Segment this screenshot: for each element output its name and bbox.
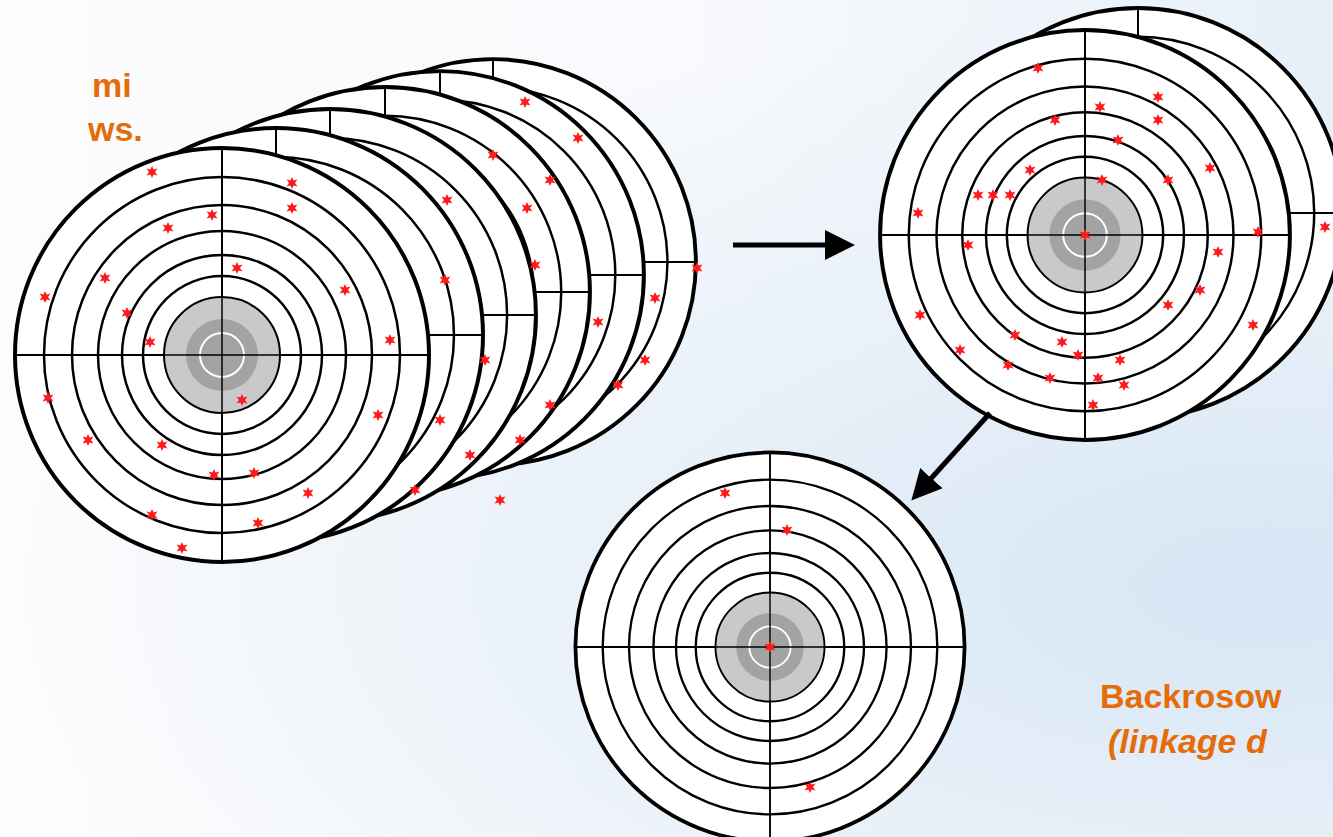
hit-marks (720, 487, 816, 793)
label-text: Backrosow (1100, 677, 1281, 716)
label-text: mi (92, 66, 132, 105)
label-text: ws. (88, 110, 143, 149)
hit-marks (913, 62, 1331, 411)
target (880, 30, 1290, 440)
arrow (733, 243, 845, 248)
label-text: (linkage d (1108, 722, 1267, 761)
hit-marks (40, 96, 703, 554)
target (15, 148, 429, 562)
target (575, 452, 964, 837)
arrow (918, 413, 990, 493)
